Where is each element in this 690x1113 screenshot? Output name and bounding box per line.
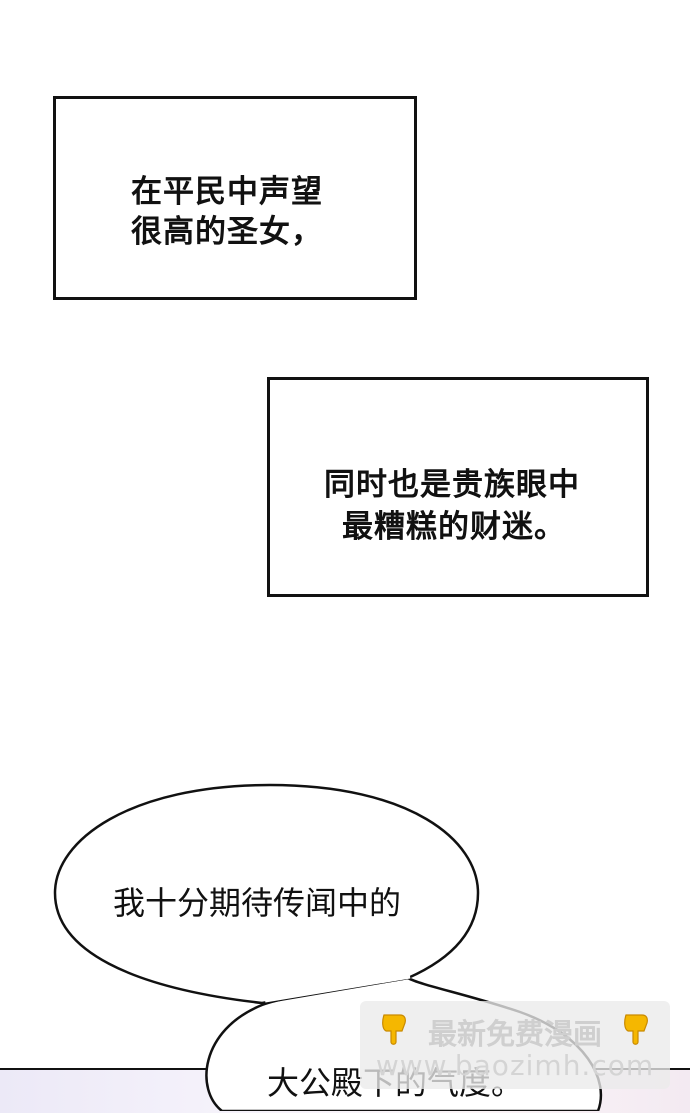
narration-line: 很高的圣女，	[131, 214, 323, 250]
watermark: 最新免费漫画 www.baozimh.com	[360, 1001, 670, 1089]
watermark-url[interactable]: www.baozimh.com	[375, 1049, 655, 1082]
narration-line: 最糟糕的财迷。	[342, 509, 566, 545]
speech-bubble-1	[53, 783, 480, 1005]
narration-box-1: 在平民中声望 很高的圣女，	[53, 96, 417, 300]
narration-line: 在平民中声望	[131, 174, 323, 210]
narration-line: 同时也是贵族眼中	[324, 467, 580, 503]
speech-line: 我十分期待传闻中的	[113, 884, 402, 922]
narration-box-2: 同时也是贵族眼中 最糟糕的财迷。	[267, 377, 649, 597]
watermark-title: 最新免费漫画	[427, 1017, 602, 1051]
pointing-down-hand-icon	[624, 1014, 648, 1045]
pointing-down-hand-icon	[382, 1014, 406, 1045]
